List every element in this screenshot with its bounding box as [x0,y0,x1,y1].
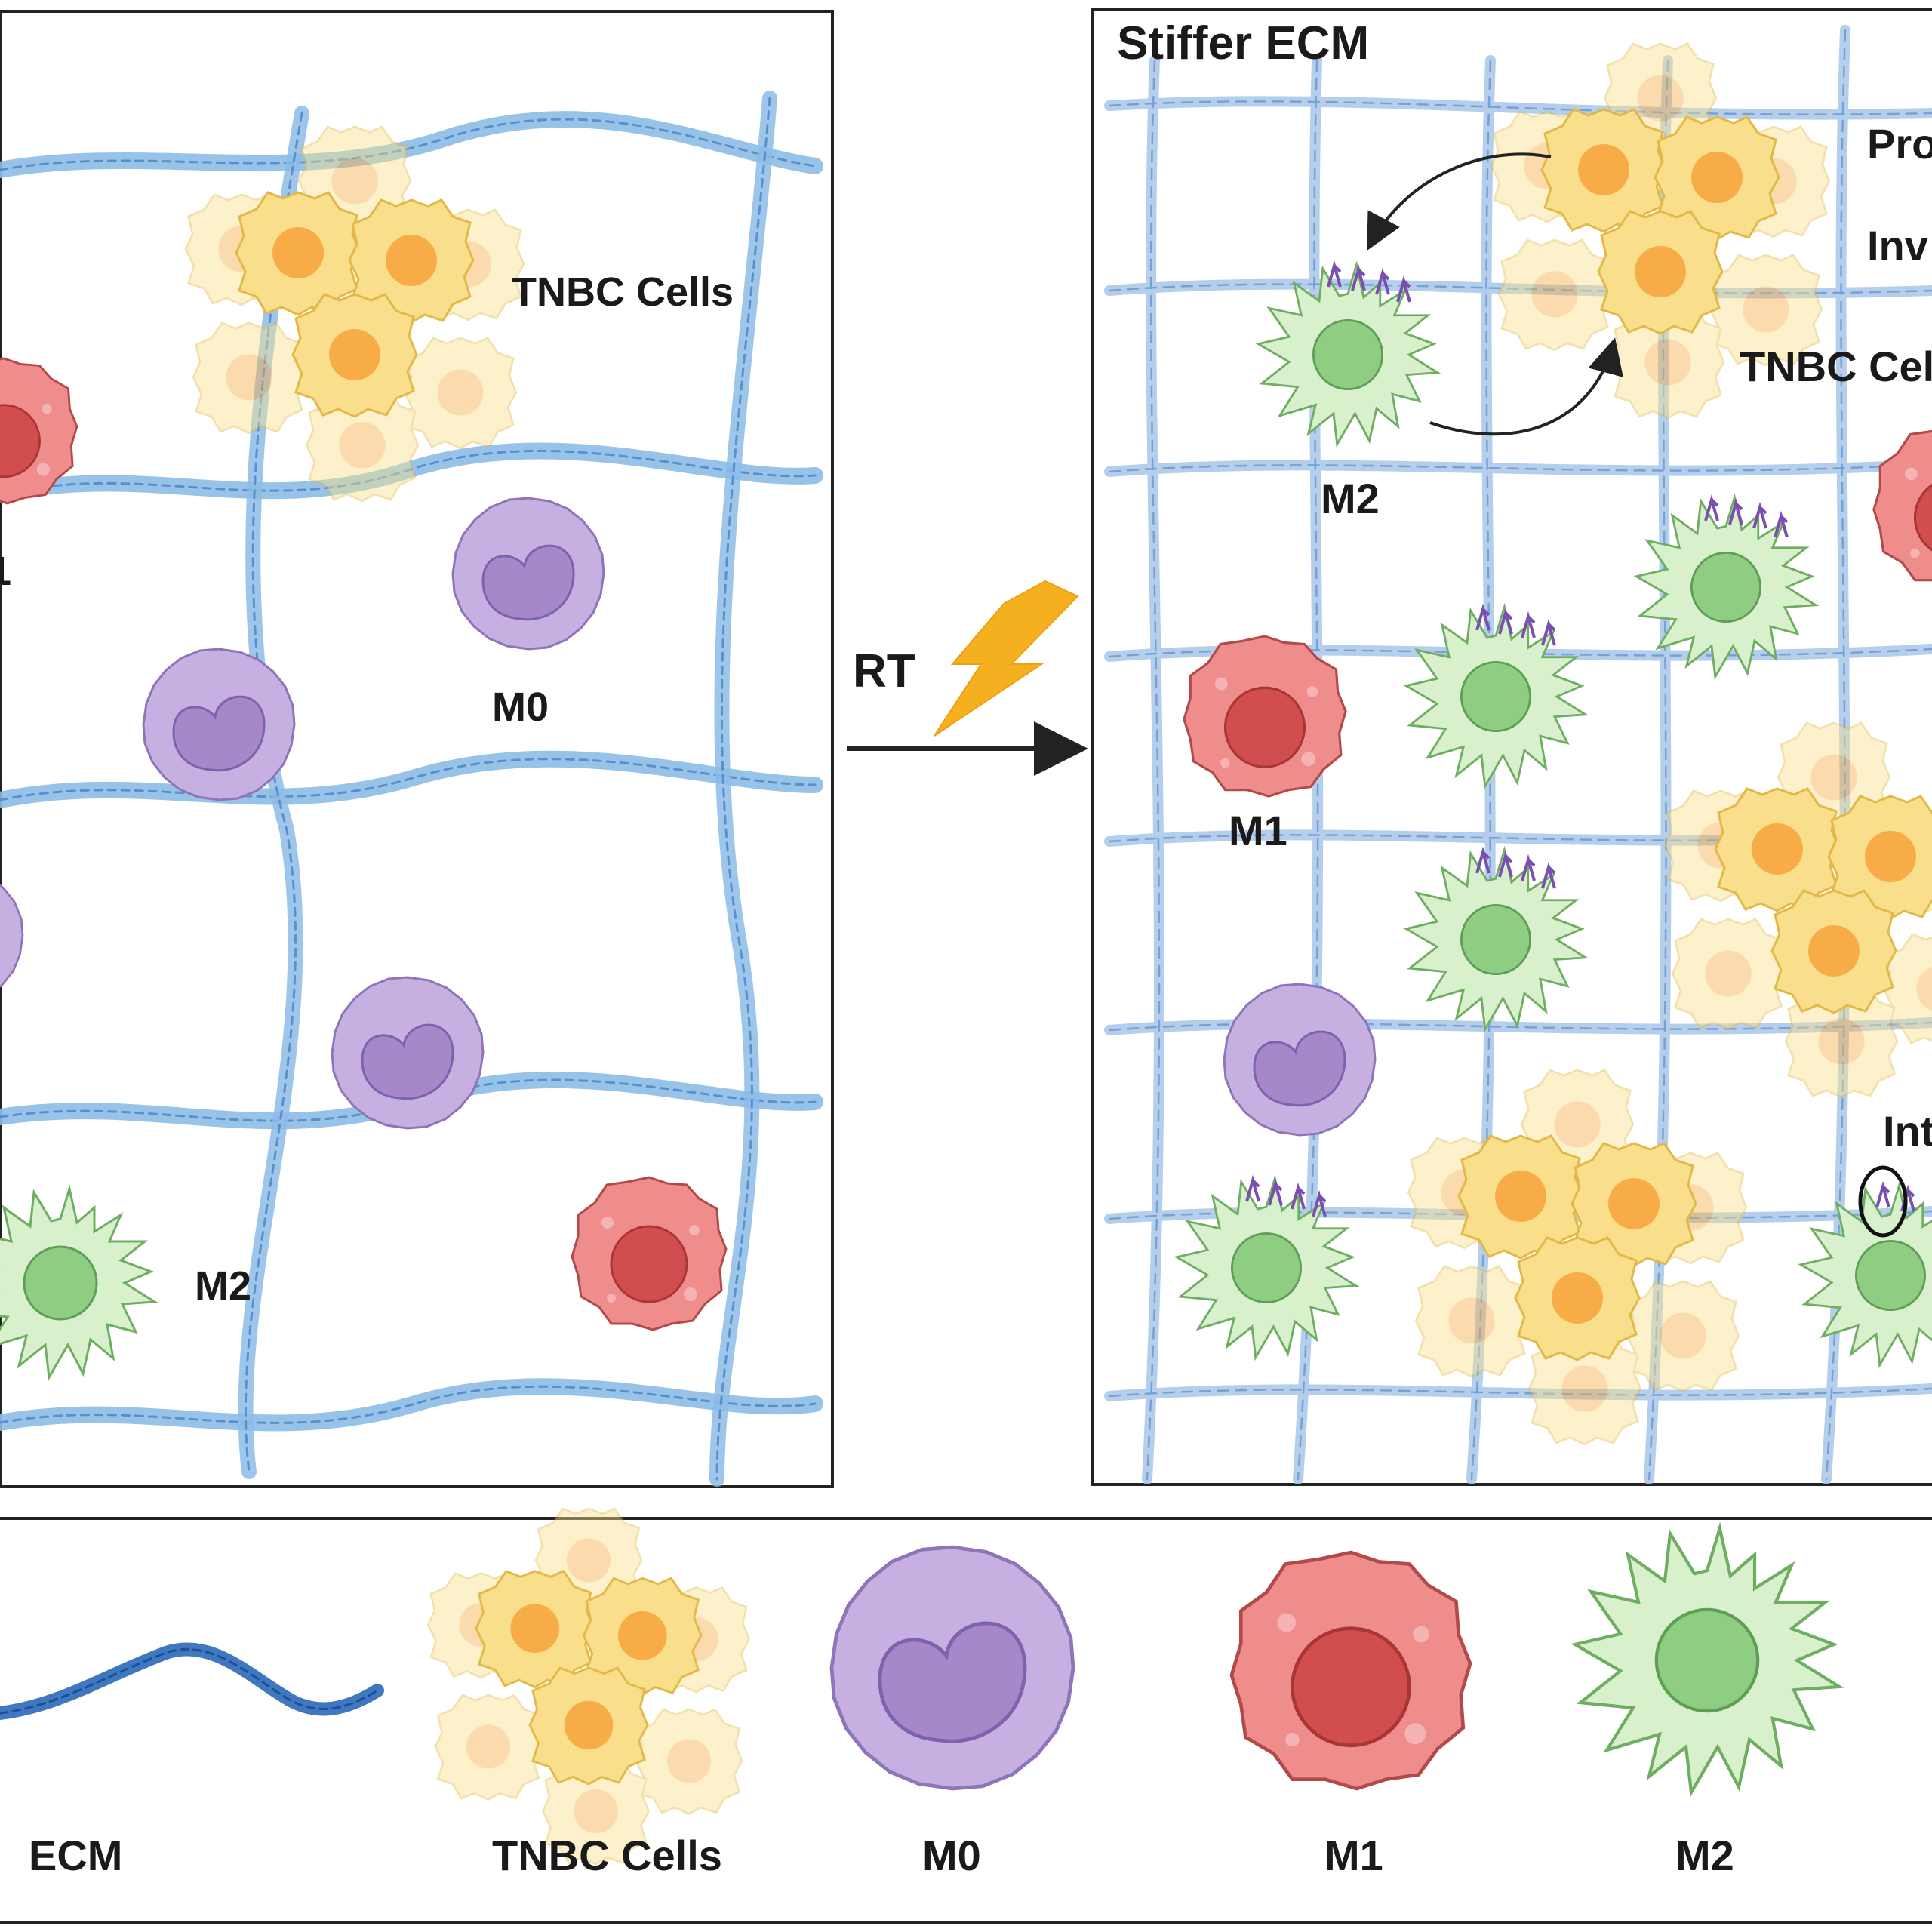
arrow-m2-to-tnbc [1429,337,1623,436]
right-tnbc-label: TNBC Cel [1740,343,1932,390]
right-m1-label: M1 [1229,807,1287,854]
legend-m2-label: M2 [1675,1832,1734,1879]
left-m0-cell-lower [331,976,485,1130]
right-m0-cell [1223,983,1377,1137]
left-m2-label: M2 [195,1263,251,1309]
legend-ecm-icon [0,1642,384,1720]
right-panel: Stiffer ECM Pro Inv TNBC Cel M2 M1 Int [1091,8,1932,1486]
left-m1-label: M1 [0,549,11,594]
rt-arrow-group: RT [847,580,1088,776]
arrow-tnbc-to-m2 [1367,152,1552,251]
right-inv-label: Inv [1867,222,1928,269]
left-m0-label: M0 [492,685,549,730]
lightning-icon [934,580,1079,737]
right-title: Stiffer ECM [1117,17,1369,69]
integrin-highlight-circle [1858,1165,1908,1238]
legend-m0-icon [832,1547,1073,1789]
left-m0-cell-mid [142,648,296,801]
legend: ECM TNBC Cells M0 M1 M2 [0,1509,1932,1924]
right-int-label: Int [1883,1107,1932,1155]
legend-m1-label: M1 [1324,1832,1383,1879]
legend-ecm-label: ECM [29,1832,122,1879]
left-panel: TNBC Cells M1 M0 M2 [0,10,834,1488]
rt-label: RT [853,645,915,697]
legend-m0-label: M0 [922,1832,981,1879]
legend-tnbc-label: TNBC Cells [492,1832,722,1879]
left-m0-cell-upper [451,497,605,651]
right-pro-label: Pro [1867,120,1932,168]
left-tnbc-label: TNBC Cells [512,269,734,315]
right-m2-label: M2 [1321,475,1380,522]
